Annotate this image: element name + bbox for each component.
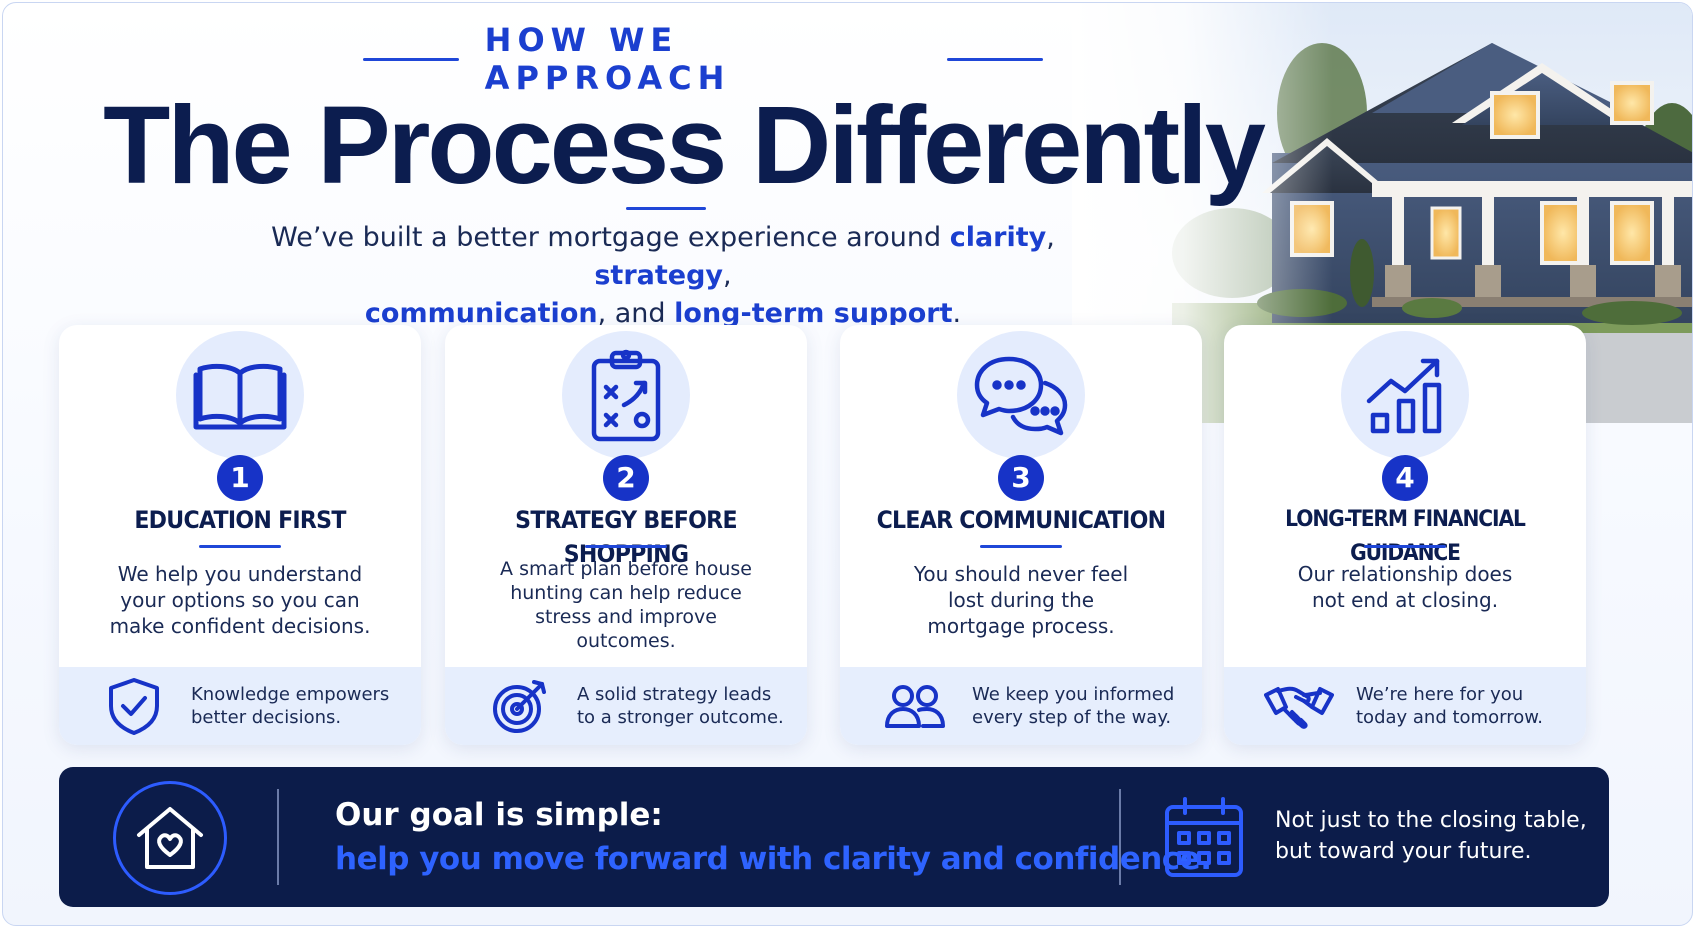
card-description: Our relationship does not end at closing… [1297,562,1513,612]
goal-statement: help you move forward with clarity and c… [335,841,1212,877]
card-footer-text: A solid strategy leads to a stronger out… [577,684,784,728]
subtitle-text: , [1046,222,1055,253]
shield-check-icon [99,676,169,736]
page-title: The Process Differently [103,84,1266,207]
open-book-icon [176,331,304,459]
card-title: EDUCATION FIRST [134,506,346,534]
calendar-icon [1161,795,1247,881]
subtitle-text: We’ve built a better mortgage experience… [271,222,950,253]
card-long-term-guidance: 4 LONG-TERM FINANCIAL GUIDANCE Our relat… [1224,325,1586,745]
target-arrow-icon [485,676,555,736]
card-divider [1364,545,1446,548]
card-description: We help you understand your options so y… [109,562,371,638]
subtitle-highlight-clarity: clarity [949,222,1047,253]
card-clear-communication: 3 CLEAR COMMUNICATION You should never f… [840,325,1202,745]
step-number: 4 [1382,455,1428,501]
future-line-2: but toward your future. [1275,839,1532,864]
eyebrow: HOW WE APPROACH [363,21,1043,97]
card-title: CLEAR COMMUNICATION [876,506,1167,534]
eyebrow-rule-right [947,57,1043,61]
card-footer-text: We keep you informed every step of the w… [972,684,1175,728]
card-footer-text: We’re here for you today and tomorrow. [1356,684,1543,728]
card-description: You should never feel lost during the mo… [913,562,1129,638]
growth-chart-icon [1341,331,1469,459]
step-number: 3 [998,455,1044,501]
subtitle-highlight-communication: communication [364,298,598,329]
subtitle-text: , [723,260,732,291]
card-title: LONG-TERM FINANCIAL GUIDANCE [1285,507,1526,566]
card-footer: We’re here for you today and tomorrow. [1224,667,1586,745]
banner-divider-left [277,789,279,885]
clipboard-strategy-icon [562,331,690,459]
step-number: 2 [603,455,649,501]
eyebrow-rule-left [363,57,459,61]
subtitle-highlight-strategy: strategy [594,260,724,291]
people-icon [880,676,950,736]
home-heart-icon [113,781,227,895]
future-line-1: Not just to the closing table, [1275,808,1587,833]
goal-banner: Our goal is simple: help you move forwar… [59,767,1609,907]
step-number: 1 [217,455,263,501]
card-divider [199,545,281,548]
card-title: STRATEGY BEFORE SHOPPING [515,506,737,568]
card-footer-text: Knowledge empowers better decisions. [191,684,390,728]
card-strategy-before-shopping: 2 STRATEGY BEFORE SHOPPING A smart plan … [445,325,807,745]
handshake-icon [1264,676,1334,736]
eyebrow-text: HOW WE APPROACH [484,21,731,97]
card-footer: Knowledge empowers better decisions. [59,667,421,745]
card-footer: A solid strategy leads to a stronger out… [445,667,807,745]
goal-heading: Our goal is simple: [335,797,663,833]
card-description: A smart plan before house hunting can he… [500,558,752,652]
subtitle: We’ve built a better mortgage experience… [203,219,1123,333]
card-education-first: 1 EDUCATION FIRST We help you understand… [59,325,421,745]
subtitle-text: . [952,298,962,329]
card-divider [980,545,1062,548]
banner-divider-right [1119,789,1121,885]
chat-bubbles-icon [957,331,1085,459]
card-divider [585,545,667,548]
title-underline [626,207,706,210]
future-text: Not just to the closing table, but towar… [1275,805,1587,867]
subtitle-highlight-support: long-term support [674,298,953,329]
subtitle-text: , and [597,298,675,329]
card-footer: We keep you informed every step of the w… [840,667,1202,745]
